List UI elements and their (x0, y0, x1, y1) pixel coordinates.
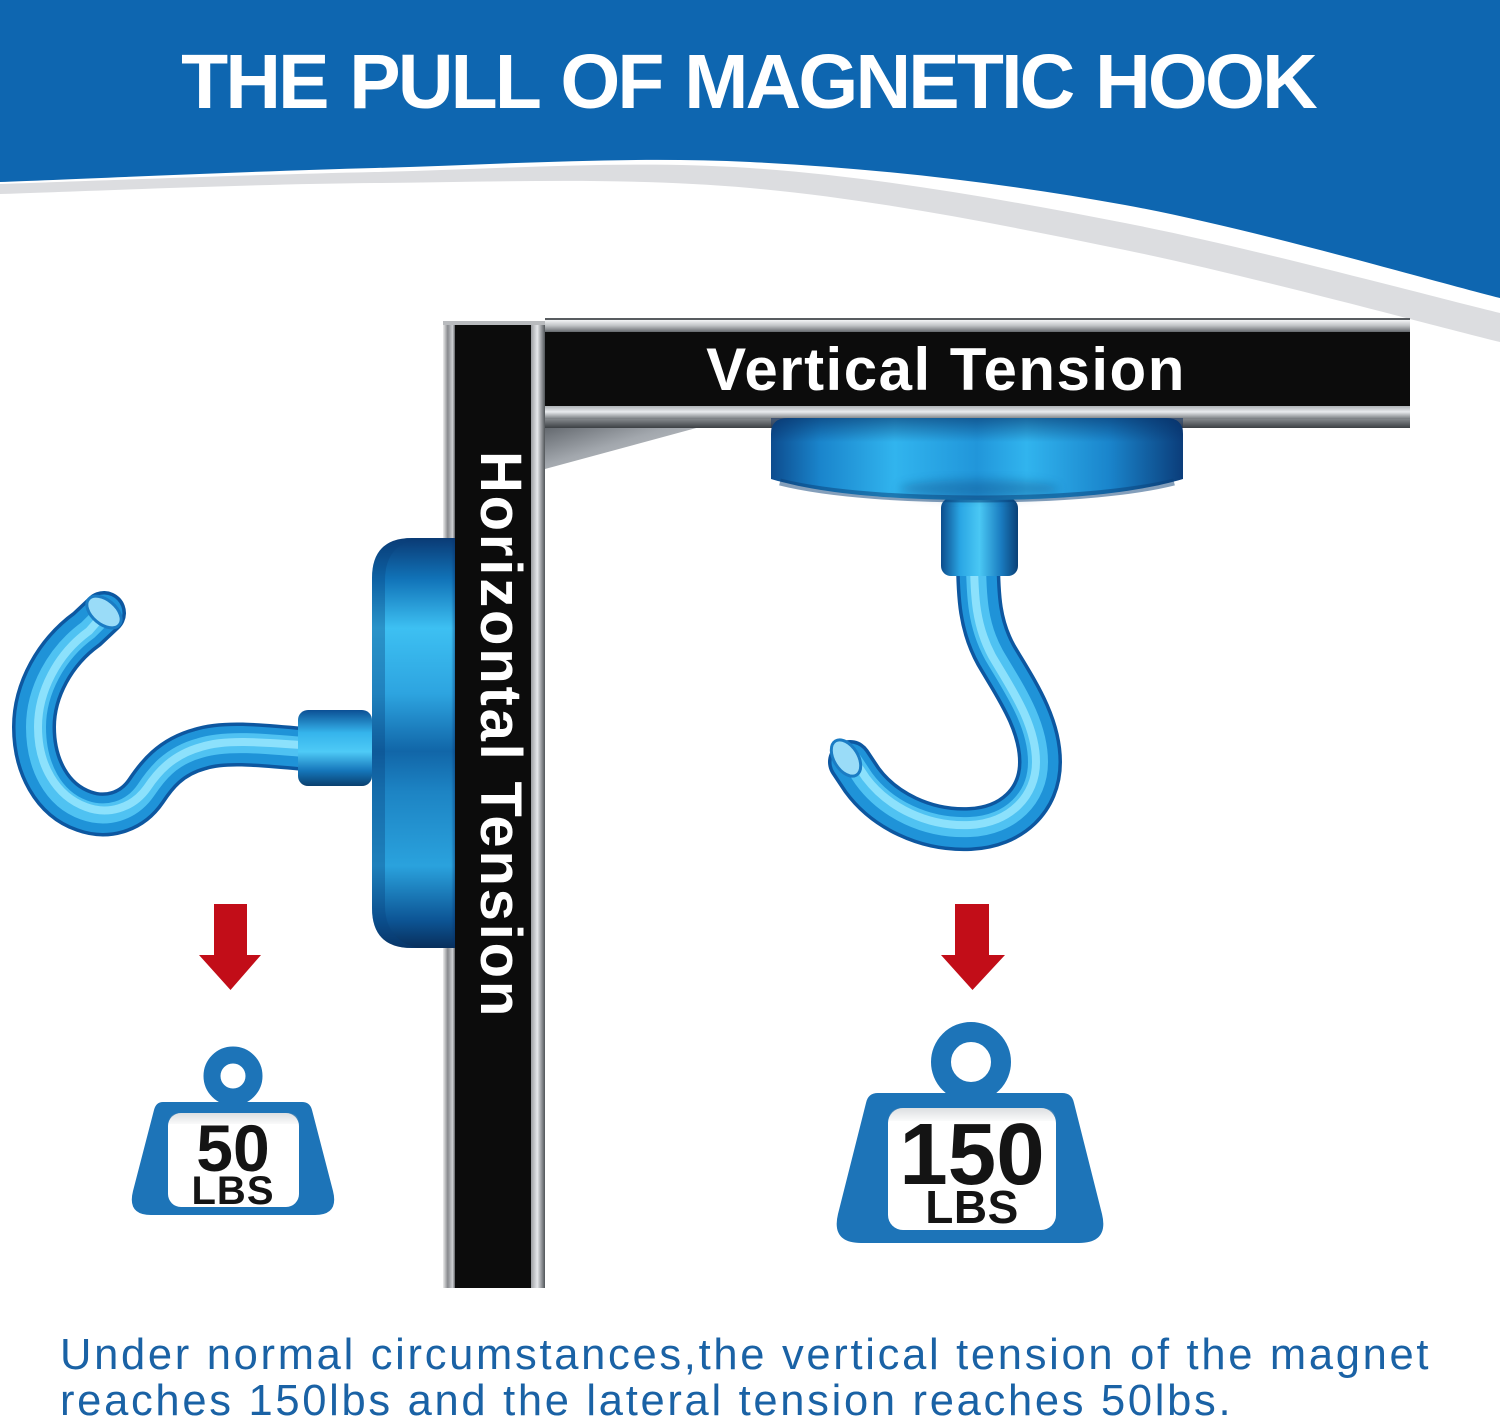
svg-text:50: 50 (196, 1111, 269, 1185)
svg-text:Vertical Tension: Vertical Tension (706, 336, 1186, 403)
svg-text:LBS: LBS (192, 1169, 275, 1213)
svg-text:LBS: LBS (925, 1181, 1019, 1233)
svg-text:THE PULL OF MAGNETIC HOOK: THE PULL OF MAGNETIC HOOK (181, 39, 1317, 125)
svg-text:reaches 150lbs and the lateral: reaches 150lbs and the lateral tension r… (60, 1377, 1233, 1422)
svg-text:150: 150 (899, 1106, 1044, 1203)
svg-text:Horizontal Tension: Horizontal Tension (468, 451, 533, 1019)
svg-text:Under normal circumstances,the: Under normal circumstances,the vertical … (60, 1331, 1431, 1379)
